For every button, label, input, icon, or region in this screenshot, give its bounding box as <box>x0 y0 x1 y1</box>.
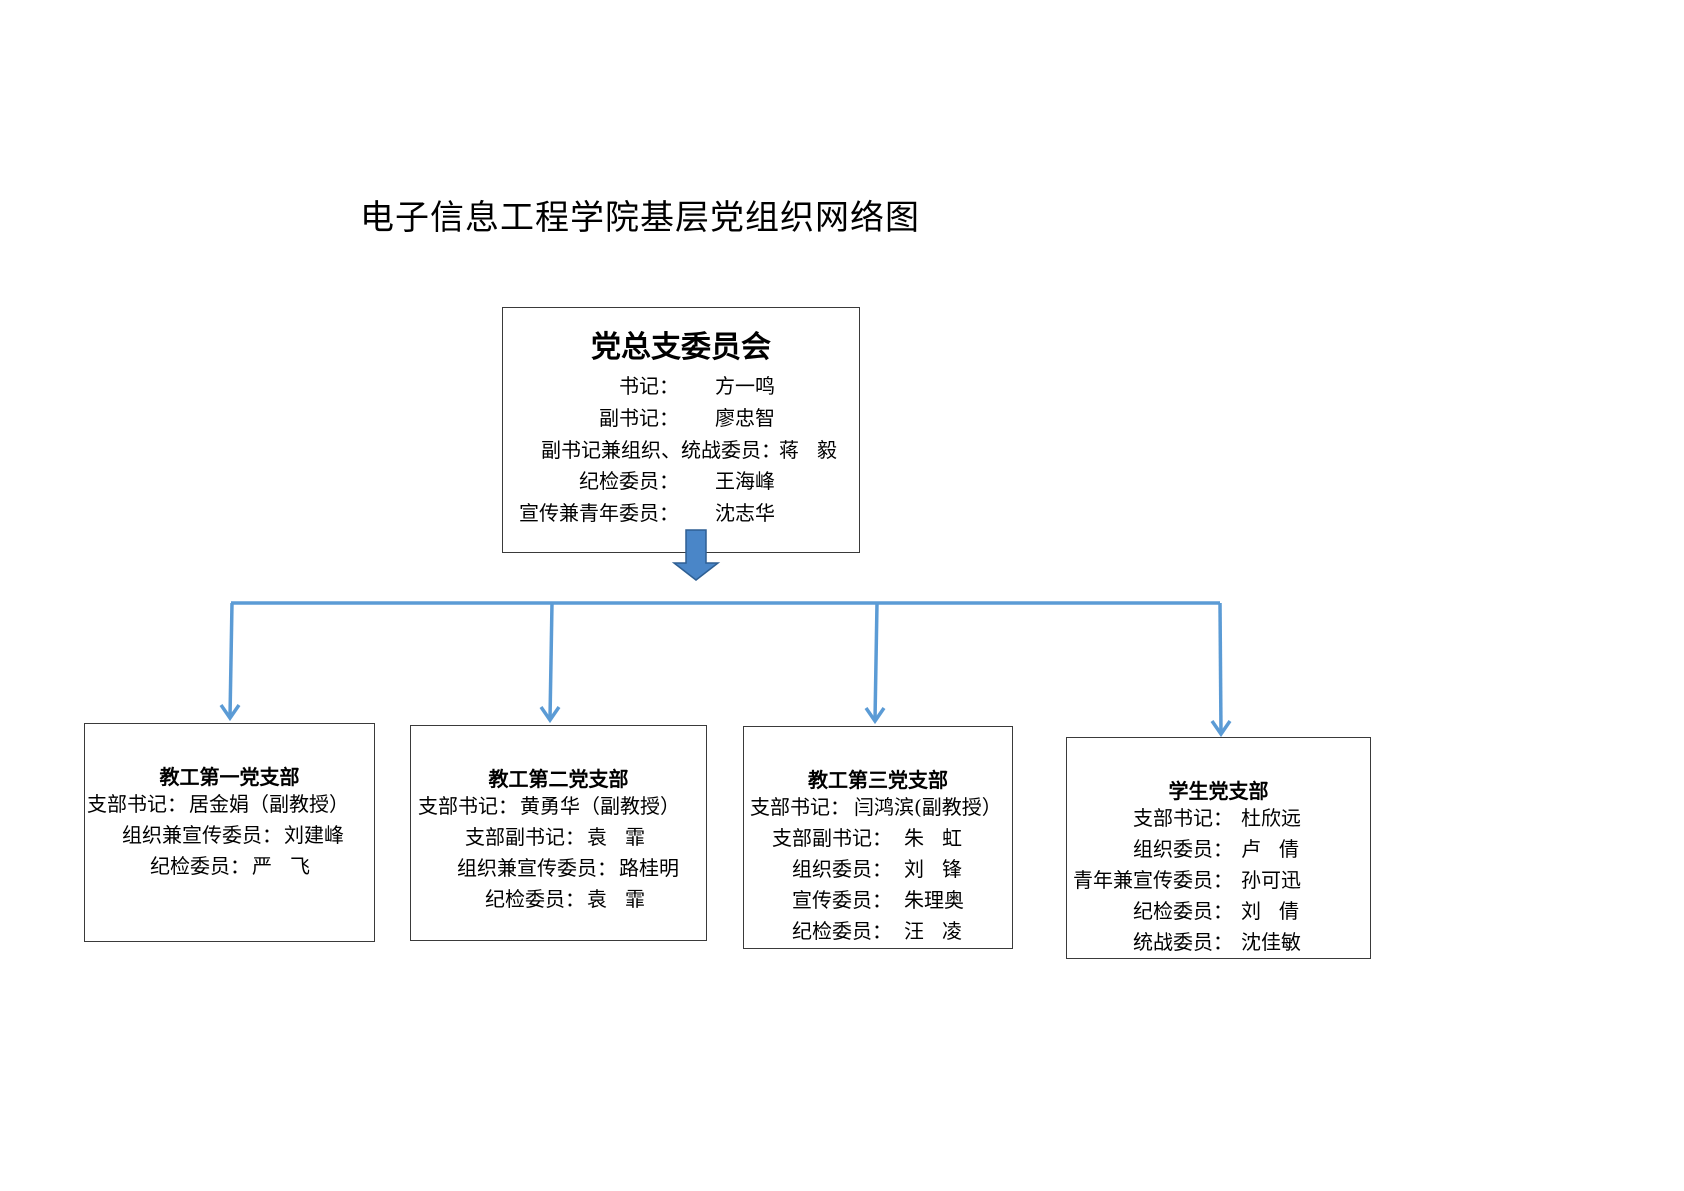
row-label: 宣传委员： <box>792 888 892 912</box>
branch-heading: 教工第一党支部 <box>159 765 300 789</box>
row-value: 袁霏 <box>587 887 663 911</box>
row-value: 居金娟（副教授） <box>189 792 349 816</box>
row-label: 纪检委员： <box>150 854 250 878</box>
row-value: 卢倩 <box>1241 837 1317 861</box>
arrowhead-branch-4 <box>1210 720 1232 738</box>
branch-heading: 学生党支部 <box>1168 779 1269 803</box>
row-label: 纪检委员： <box>792 919 892 943</box>
row-label: 青年兼宣传委员： <box>1073 868 1233 892</box>
row-label: 纪检委员： <box>579 469 679 493</box>
row-label: 组织兼宣传委员： <box>122 823 282 847</box>
row-value: 朱虹 <box>904 826 980 850</box>
row-value: 廖忠智 <box>715 406 775 430</box>
committee-heading: 党总支委员会 <box>591 330 771 365</box>
branch-box-2: 教工第二党支部 支部书记： 黄勇华（副教授） 支部副书记： 袁霏 组织兼宣传委员… <box>410 725 707 941</box>
row-value: 沈佳敏 <box>1241 930 1301 954</box>
connector-arrow-branch-3 <box>873 602 879 721</box>
row-value: 路桂明 <box>619 856 679 880</box>
connector-arrow-branch-2 <box>548 602 554 720</box>
row-value: 沈志华 <box>715 501 775 525</box>
row-value: 刘建峰 <box>284 823 344 847</box>
arrowhead-branch-1 <box>219 704 241 722</box>
arrowhead-branch-2 <box>539 706 561 724</box>
connector-arrow-branch-4 <box>1218 602 1223 734</box>
row-value: 蒋毅 <box>779 438 855 462</box>
row-value: 汪凌 <box>904 919 980 943</box>
row-label: 组织委员： <box>792 857 892 881</box>
row-label: 副书记兼组织、统战委员： <box>541 438 781 462</box>
row-label: 支部副书记： <box>772 826 892 850</box>
row-label: 纪检委员： <box>1133 899 1233 923</box>
branch-box-3: 教工第三党支部 支部书记： 闫鸿滨(副教授） 支部副书记： 朱虹 组织委员： 刘… <box>743 726 1013 949</box>
row-label: 组织委员： <box>1133 837 1233 861</box>
row-label: 支部书记： <box>1133 806 1233 830</box>
row-value: 方一鸣 <box>715 374 775 398</box>
row-label: 书记： <box>619 374 679 398</box>
row-label: 宣传兼青年委员： <box>519 501 679 525</box>
row-value: 杜欣远 <box>1241 806 1301 830</box>
row-value: 刘倩 <box>1241 899 1317 923</box>
row-label: 支部副书记： <box>465 825 585 849</box>
branch-box-4: 学生党支部 支部书记： 杜欣远 组织委员： 卢倩 青年兼宣传委员： 孙可迅 纪检… <box>1066 737 1371 959</box>
branch-box-1: 教工第一党支部 支部书记： 居金娟（副教授） 组织兼宣传委员： 刘建峰 纪检委员… <box>84 723 375 942</box>
block-arrow-icon <box>671 529 721 581</box>
branch-heading: 教工第三党支部 <box>808 768 948 792</box>
row-value: 闫鸿滨(副教授） <box>854 795 1002 819</box>
row-value: 朱理奥 <box>904 888 964 912</box>
branch-heading: 教工第二党支部 <box>488 767 629 791</box>
row-value: 严飞 <box>252 854 328 878</box>
committee-box: 党总支委员会 书记： 方一鸣 副书记： 廖忠智 副书记兼组织、统战委员： 蒋毅 … <box>502 307 860 553</box>
row-value: 孙可迅 <box>1241 868 1301 892</box>
row-label: 纪检委员： <box>485 887 585 911</box>
row-label: 支部书记： <box>87 792 187 816</box>
row-value: 黄勇华（副教授） <box>520 794 680 818</box>
arrowhead-branch-3 <box>864 707 886 725</box>
row-label: 支部书记： <box>418 794 518 818</box>
row-label: 统战委员： <box>1133 930 1233 954</box>
row-label: 组织兼宣传委员： <box>457 856 617 880</box>
row-value: 刘锋 <box>904 857 980 881</box>
row-value: 王海峰 <box>715 469 775 493</box>
page-title: 电子信息工程学院基层党组织网络图 <box>360 198 920 238</box>
connector-arrow-branch-1 <box>228 602 234 718</box>
row-label: 副书记： <box>599 406 679 430</box>
row-value: 袁霏 <box>587 825 663 849</box>
row-label: 支部书记： <box>750 795 850 819</box>
